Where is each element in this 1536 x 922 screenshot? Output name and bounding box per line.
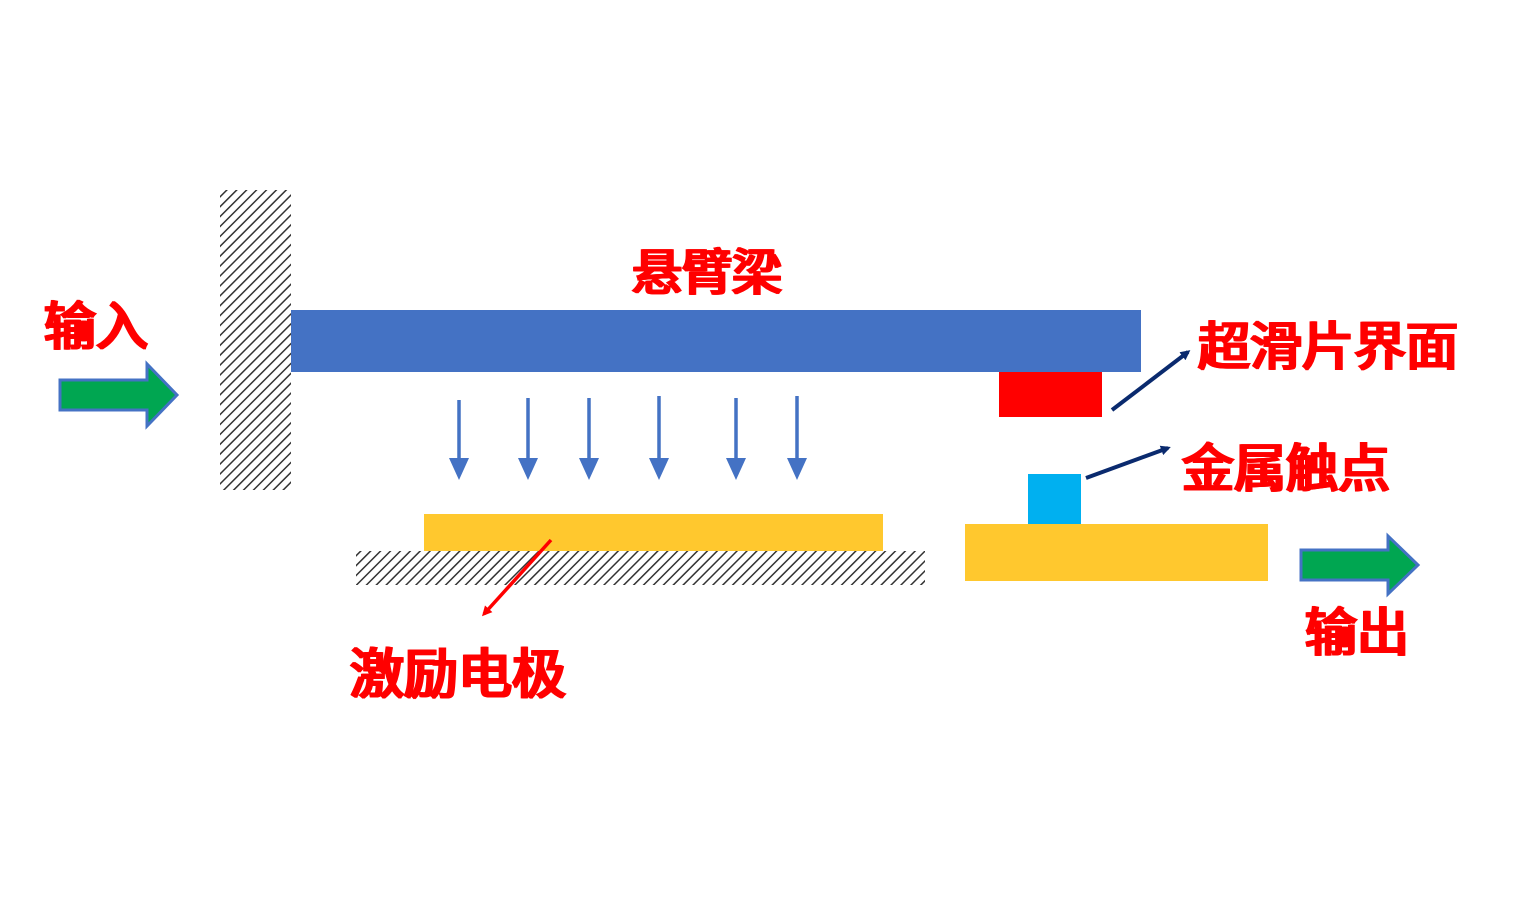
- anchor-wall: [220, 190, 291, 490]
- input-arrow-icon: [58, 360, 180, 430]
- force-arrow-icon: [726, 398, 746, 480]
- force-arrows: [449, 396, 807, 480]
- output-label: 输出: [1305, 604, 1410, 664]
- force-arrow-icon: [579, 398, 599, 480]
- metal-contact-label: 金属触点: [1182, 440, 1391, 500]
- output-arrow-icon: [1299, 532, 1421, 598]
- force-arrow-icon: [787, 396, 807, 480]
- metal-contact: [1028, 474, 1081, 524]
- superlubric-interface-label: 超滑片界面: [1198, 318, 1459, 378]
- excitation-electrode: [424, 514, 883, 551]
- superlubric-pointer-arrow-icon: [1110, 350, 1191, 412]
- cantilever-beam: [291, 310, 1141, 372]
- force-arrow-icon: [449, 400, 469, 480]
- force-arrow-icon: [518, 398, 538, 480]
- input-label: 输入: [44, 298, 149, 358]
- superlubric-pad: [999, 372, 1102, 417]
- force-arrow-icon: [649, 396, 669, 480]
- excitation-electrode-label: 激励电极: [350, 643, 566, 706]
- substrate: [356, 551, 925, 585]
- cantilever-beam-label: 悬臂梁: [632, 244, 782, 302]
- contact-pointer-arrow-icon: [1085, 445, 1171, 480]
- electrode-pointer-arrow-icon: [481, 538, 553, 617]
- output-signal-line: [965, 524, 1268, 581]
